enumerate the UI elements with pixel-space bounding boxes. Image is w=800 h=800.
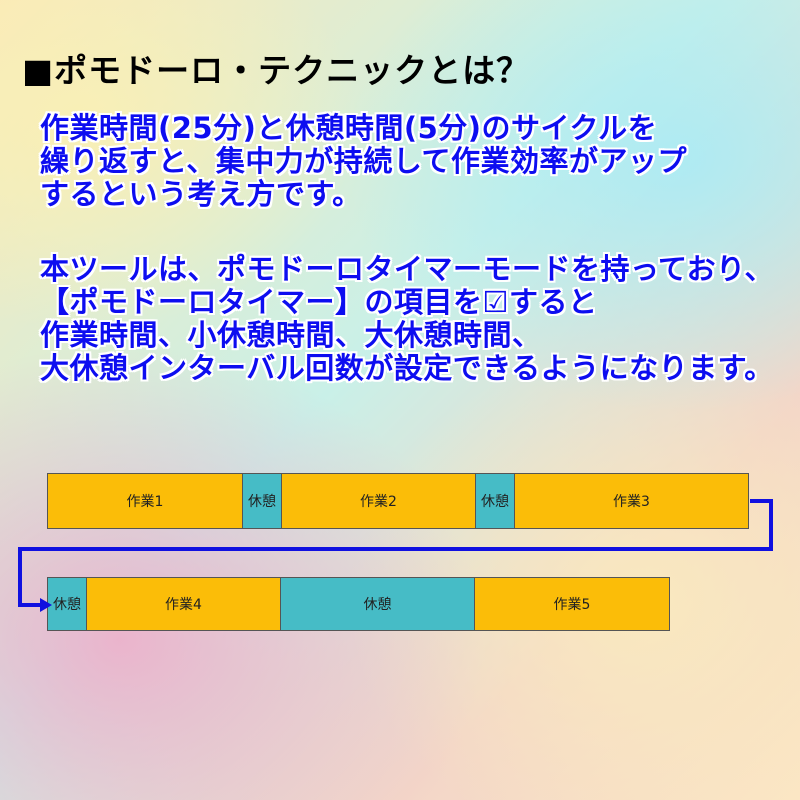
intro-paragraph: 作業時間(25分)と休憩時間(5分)のサイクルを 繰り返すと、集中力が持続して作… <box>40 112 687 211</box>
work-block: 作業4 <box>87 578 281 630</box>
tool-line: 本ツールは、ポモドーロタイマーモードを持っており、 <box>40 252 775 286</box>
tool-paragraph: 本ツールは、ポモドーロタイマーモードを持っており、 【ポモドーロタイマー】の項目… <box>40 253 774 385</box>
break-block: 休憩 <box>476 474 515 528</box>
intro-line: するという考え方です。 <box>40 177 362 211</box>
cycle-row-1: 作業1 休憩 作業2 休憩 作業3 <box>47 473 749 529</box>
work-block: 作業2 <box>282 474 476 528</box>
break-block: 休憩 <box>243 474 282 528</box>
intro-line: 作業時間(25分)と休憩時間(5分)のサイクルを <box>40 111 658 145</box>
tool-line: 作業時間、小休憩時間、大休憩時間、 <box>40 318 542 352</box>
work-block: 作業5 <box>475 578 669 630</box>
page-title: ■ポモドーロ・テクニックとは？ <box>22 51 531 91</box>
long-break-block: 休憩 <box>281 578 475 630</box>
work-block: 作業3 <box>515 474 748 528</box>
cycle-row-2: 休憩 作業4 休憩 作業5 <box>47 577 670 631</box>
work-block: 作業1 <box>48 474 243 528</box>
tool-line: 【ポモドーロタイマー】の項目を☑すると <box>40 285 598 319</box>
break-block: 休憩 <box>48 578 87 630</box>
tool-line: 大休憩インターバル回数が設定できるようになります。 <box>40 351 774 385</box>
intro-line: 繰り返すと、集中力が持続して作業効率がアップ <box>40 144 687 178</box>
